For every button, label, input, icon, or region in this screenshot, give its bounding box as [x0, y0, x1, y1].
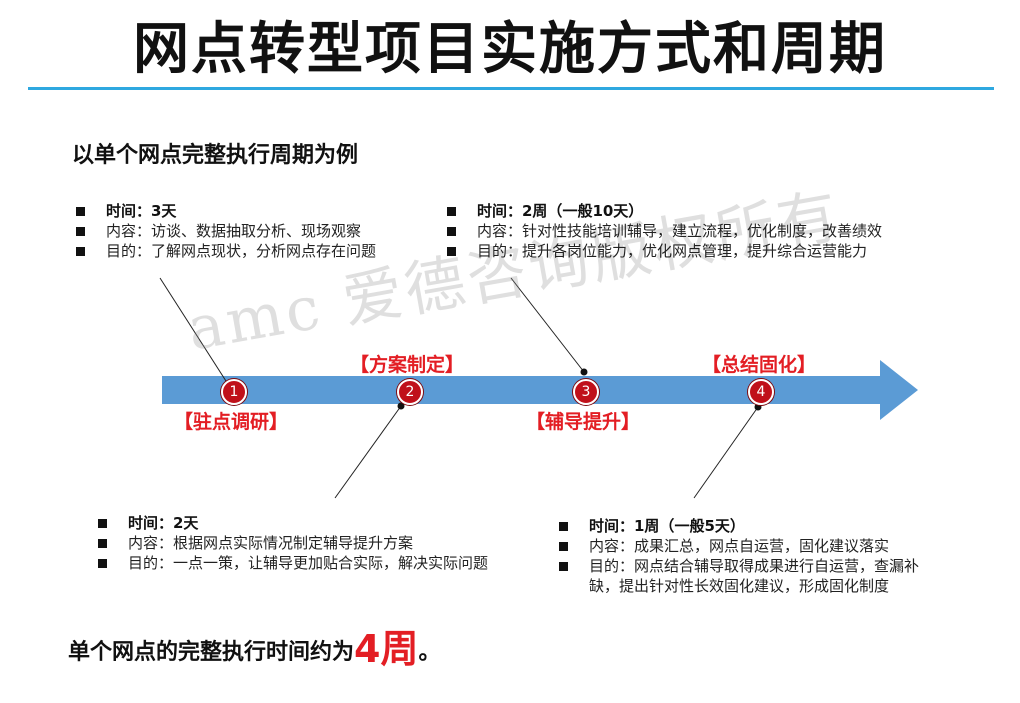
stage-1-goal: 目的：了解网点现状，分析网点存在问题 [74, 241, 376, 261]
callout-dot-2 [397, 402, 405, 410]
stage-4-time: 时间：1周（一般5天） [557, 516, 977, 536]
stage-marker-1: 1 [221, 379, 247, 405]
phase-label-2: 【方案制定】 [350, 354, 465, 376]
stage-2-details: 时间：2天 内容：根据网点实际情况制定辅导提升方案 目的：一点一策，让辅导更加贴… [96, 513, 488, 573]
phase-label-3: 【辅导提升】 [526, 411, 641, 433]
stage-marker-4: 4 [748, 379, 774, 405]
callout-line-4 [693, 406, 759, 499]
stage-marker-3: 3 [573, 379, 599, 405]
stage-2-goal: 目的：一点一策，让辅导更加贴合实际，解决实际问题 [96, 553, 488, 573]
stage-1-content: 内容：访谈、数据抽取分析、现场观察 [74, 221, 376, 241]
stage-marker-2: 2 [397, 379, 423, 405]
stage-1-time: 时间：3天 [74, 201, 376, 221]
section-subtitle: 以单个网点完整执行周期为例 [72, 143, 359, 168]
stage-2-content: 内容：根据网点实际情况制定辅导提升方案 [96, 533, 488, 553]
stage-3-details: 时间：2周（一般10天） 内容：针对性技能培训辅导，建立流程，优化制度，改善绩效… [445, 201, 882, 261]
stage-4-goal-line1: 目的：网点结合辅导取得成果进行自运营，查漏补 [589, 557, 920, 575]
phase-label-1: 【驻点调研】 [174, 411, 289, 433]
stage-4-details: 时间：1周（一般5天） 内容：成果汇总，网点自运营，固化建议落实 目的：网点结合… [557, 516, 977, 596]
stage-4-content: 内容：成果汇总，网点自运营，固化建议落实 [557, 536, 977, 556]
callout-line-3 [510, 277, 585, 373]
callout-line-1 [159, 277, 234, 393]
timeline-arrow [162, 360, 918, 420]
stage-3-time: 时间：2周（一般10天） [445, 201, 882, 221]
callout-dot-4 [754, 403, 762, 411]
phase-label-4: 【总结固化】 [702, 354, 817, 376]
conclusion-prefix: 单个网点的完整执行时间约为 [68, 640, 355, 665]
callout-line-2 [334, 405, 402, 499]
conclusion: 单个网点的完整执行时间约为4周。 [68, 618, 440, 673]
callout-dot-3 [580, 368, 588, 376]
title-divider [28, 87, 994, 90]
page-title: 网点转型项目实施方式和周期 [133, 17, 887, 82]
stage-1-details: 时间：3天 内容：访谈、数据抽取分析、现场观察 目的：了解网点现状，分析网点存在… [74, 201, 376, 261]
stage-3-content: 内容：针对性技能培训辅导，建立流程，优化制度，改善绩效 [445, 221, 882, 241]
stage-4-goal: 目的：网点结合辅导取得成果进行自运营，查漏补 缺，提出针对性长效固化建议，形成固… [557, 556, 977, 596]
conclusion-highlight: 4周 [354, 627, 419, 671]
stage-2-time: 时间：2天 [96, 513, 488, 533]
stage-4-goal-line2: 缺，提出针对性长效固化建议，形成固化制度 [589, 577, 890, 595]
stage-3-goal: 目的：提升各岗位能力，优化网点管理，提升综合运营能力 [445, 241, 882, 261]
conclusion-suffix: 。 [418, 640, 441, 665]
